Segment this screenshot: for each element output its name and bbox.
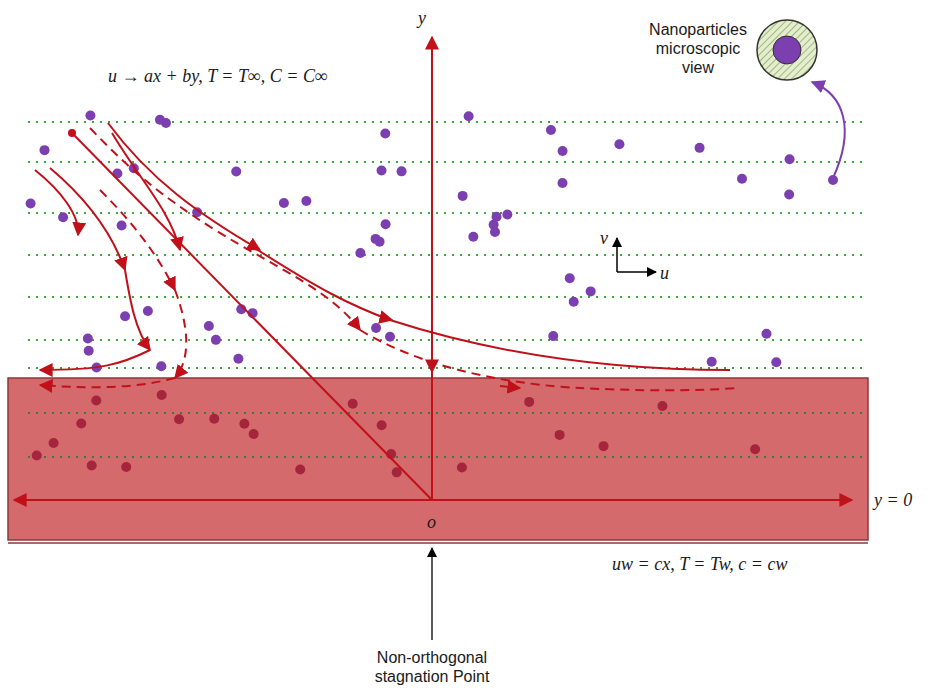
particle-dot bbox=[464, 111, 474, 121]
particle-dot bbox=[40, 145, 50, 155]
particle-dot bbox=[565, 273, 575, 283]
particle-dot bbox=[458, 191, 468, 201]
particle-dot bbox=[371, 323, 381, 333]
particle-dot bbox=[380, 128, 390, 138]
particle-dot bbox=[239, 419, 249, 429]
text-label: uw = cx, T = Tw, c = cw bbox=[612, 554, 787, 576]
particle-dot bbox=[121, 462, 131, 472]
particle-dot bbox=[174, 414, 184, 424]
particle-dot bbox=[371, 234, 381, 244]
particle-dot bbox=[784, 189, 794, 199]
particle-dot bbox=[204, 321, 214, 331]
particle-dot bbox=[397, 166, 407, 176]
particle-dot bbox=[548, 331, 558, 341]
particle-dot bbox=[785, 154, 795, 164]
particle-dot bbox=[83, 334, 93, 344]
particle-dot bbox=[32, 451, 42, 461]
particle-dot bbox=[557, 178, 567, 188]
text-label: Non-orthogonal stagnation Point bbox=[352, 648, 512, 686]
particle-dot bbox=[569, 297, 579, 307]
particle-dot bbox=[85, 110, 95, 120]
stagnation-pointer bbox=[431, 548, 433, 640]
particle-dot bbox=[377, 420, 387, 430]
particle-dot bbox=[385, 332, 395, 342]
particle-dot bbox=[249, 429, 259, 439]
particle-dot bbox=[209, 414, 219, 424]
particle-zoom bbox=[757, 20, 817, 80]
nanoparticles bbox=[26, 110, 795, 477]
particle-dot bbox=[58, 212, 68, 222]
particle-dot bbox=[558, 146, 568, 156]
particle-dot bbox=[614, 139, 624, 149]
particle-dot bbox=[707, 357, 717, 367]
v-axis bbox=[616, 238, 618, 272]
particle-dot bbox=[211, 335, 221, 345]
particle-dot bbox=[586, 286, 596, 296]
particle-dot bbox=[84, 346, 94, 356]
particle-dot bbox=[490, 227, 500, 237]
particle-dot bbox=[233, 354, 243, 364]
text-label: Nanoparticles microscopic view bbox=[638, 20, 758, 78]
particle-dot bbox=[155, 115, 165, 125]
u-axis bbox=[617, 271, 656, 273]
text-label: y = 0 bbox=[874, 490, 912, 512]
particle-dot bbox=[355, 248, 365, 258]
stretching-wall bbox=[8, 378, 868, 540]
particle-dot bbox=[555, 430, 565, 440]
streamline-layers bbox=[28, 122, 862, 368]
particle-dot bbox=[761, 329, 771, 339]
particle-dot bbox=[737, 174, 747, 184]
particle-dot bbox=[295, 464, 305, 474]
particle-dot bbox=[524, 397, 534, 407]
streamlines bbox=[35, 123, 730, 370]
particle-dot bbox=[231, 167, 241, 177]
particle-dot bbox=[26, 199, 36, 209]
text-label: u → ax + by, T = T∞, C = C∞ bbox=[108, 66, 328, 88]
particle-dot bbox=[76, 418, 86, 428]
particle-dot bbox=[657, 401, 667, 411]
particle-dot bbox=[750, 444, 760, 454]
particle-dot bbox=[91, 395, 101, 405]
particle-dot bbox=[279, 198, 289, 208]
particle-dot bbox=[457, 462, 467, 472]
x-axis bbox=[14, 499, 852, 501]
particle-dot bbox=[87, 460, 97, 470]
particle-dot bbox=[695, 143, 705, 153]
particle-dot bbox=[143, 306, 153, 316]
text-label: v bbox=[600, 228, 608, 250]
particle-dot bbox=[502, 209, 512, 219]
text-label: y bbox=[418, 8, 426, 30]
particle-dot bbox=[120, 311, 130, 321]
particle-dot bbox=[599, 441, 609, 451]
particle-dot bbox=[301, 196, 311, 206]
particle-dot bbox=[381, 219, 391, 229]
particle-dot bbox=[546, 125, 556, 135]
particle-dot bbox=[348, 399, 358, 409]
particle-dot bbox=[49, 438, 59, 448]
zoom-arrow bbox=[812, 82, 845, 178]
text-label: o bbox=[427, 512, 436, 534]
oblique-streamline bbox=[72, 133, 432, 500]
particle-dot bbox=[468, 232, 478, 242]
particle-dot bbox=[377, 165, 387, 175]
particle-dot bbox=[157, 390, 167, 400]
particle-dot bbox=[771, 357, 781, 367]
text-label: u bbox=[660, 263, 669, 285]
particle-dot bbox=[117, 220, 127, 230]
particle-dot bbox=[156, 361, 166, 371]
y-axis bbox=[431, 37, 433, 500]
